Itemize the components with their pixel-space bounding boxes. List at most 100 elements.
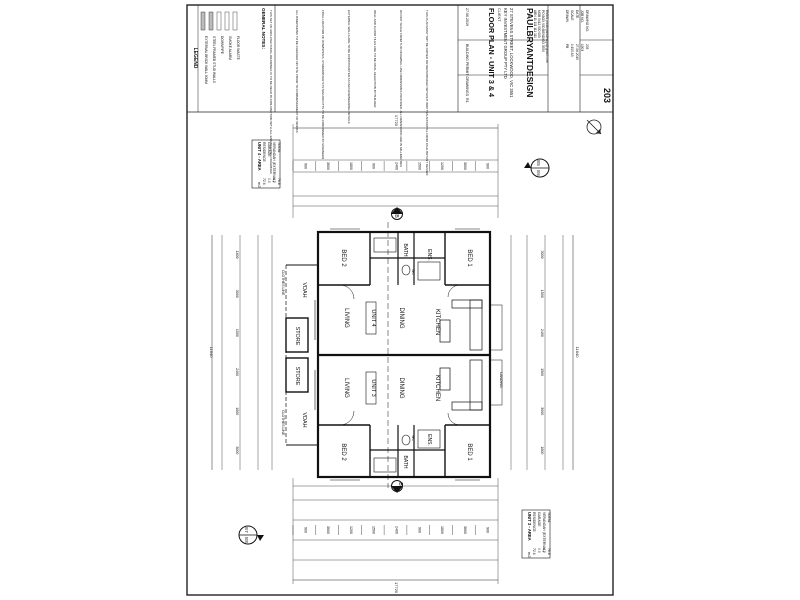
dimension-value: 1500 xyxy=(235,407,239,415)
dimension-value: 3600 xyxy=(326,162,330,170)
unit4-verandah-label: VDAH xyxy=(301,282,307,297)
legend-title: LEGEND xyxy=(192,48,198,69)
dimension-value: 1800 xyxy=(235,251,239,259)
unit3-ens-label: ENS. xyxy=(426,434,432,446)
area-row-value: 76.8 xyxy=(277,178,281,185)
section-marker-bottom-label: B xyxy=(397,482,403,486)
north-arrow-icon xyxy=(586,119,602,135)
general-note: WALL AND FLOOR TILES ARE TO BE FINAL SEL… xyxy=(373,10,377,108)
legend-item: STEEL FRAMED STUD WALLS xyxy=(212,36,216,84)
area-row-label: TOTAL xyxy=(277,142,281,153)
overall-dimension-left: 11640 xyxy=(209,347,214,359)
section-marker-top: B xyxy=(391,207,403,220)
unit4-unit-label: UNIT 4 xyxy=(370,309,376,326)
area-row-label: RESIDENCE xyxy=(262,142,266,163)
clothes-line-label-top: CLOTHES LINE xyxy=(281,270,285,296)
legend-swatch xyxy=(200,11,206,31)
unit4-bed1-label: BED 1 xyxy=(466,249,472,267)
title-field-value: 27.06.2019 xyxy=(575,44,579,60)
clothes-line-label-bottom: CLOTHES LINE xyxy=(281,410,285,436)
title-field-label: DRAWN xyxy=(565,10,569,23)
dimension-value: 900 xyxy=(486,527,490,533)
title-field-value: 1:100 A3 xyxy=(570,44,574,57)
area-row-value: 4.2 xyxy=(272,178,276,183)
area-row-label: RESIDENCE xyxy=(532,512,536,533)
title-field-label: DRAWING NO. xyxy=(585,10,589,32)
elevation-e8-label: E8 xyxy=(244,537,249,543)
revision-description: BUILDING PERMIT DRAWINGS xyxy=(465,44,469,97)
area-row-value: 0.0 xyxy=(267,178,271,183)
dimension-value: 1800 xyxy=(540,446,544,454)
room-labels: BED 2 BATH ENS. BED 1 LIVING UNIT 4 DINI… xyxy=(281,244,503,469)
company-logo: PAULBRYANTDESIGN xyxy=(525,8,535,97)
unit4-store-label: STORE xyxy=(294,327,300,346)
legend-item: SMOKE ALARM xyxy=(228,36,232,60)
dimension-value: 2400 xyxy=(235,368,239,376)
unit4-wc-label: WC xyxy=(411,269,415,275)
legend-swatch xyxy=(232,11,238,31)
dimension-value: 2400 xyxy=(395,162,399,170)
unit3-bath-label: BATH xyxy=(402,456,408,469)
unit4-bed2-label: BED 2 xyxy=(340,249,346,267)
unit4-ens-label: ENS. xyxy=(426,249,432,261)
unit3-living-label: LIVING xyxy=(343,378,349,398)
unit3-kitchen-label: KITCHEN xyxy=(434,375,440,401)
area-table-unit3-title: UNIT 3 - AREA xyxy=(527,512,532,541)
title-field-label: SCALE xyxy=(570,10,574,20)
unit4-bath-label: BATH xyxy=(402,244,408,257)
area-table-unit3-unit: m2 xyxy=(527,552,532,558)
title-field-label: DATE xyxy=(575,10,579,18)
dimension-value: 3600 xyxy=(326,526,330,534)
section-marker-top-label: B xyxy=(393,214,399,218)
dimension-value: 2400 xyxy=(395,526,399,534)
general-note: THIS PLAN MUST NOT BE COPIED OR REPRODUC… xyxy=(425,10,429,175)
company-detail: ABN 11 111 111 111 xyxy=(533,10,537,38)
dimension-value: 900 xyxy=(303,527,307,533)
unit3-bed2-label: BED 2 xyxy=(340,443,346,461)
dimension-value: 3000 xyxy=(235,446,239,454)
unit3-store-label: STORE xyxy=(294,367,300,386)
dimension-value: 3000 xyxy=(540,407,544,415)
dimension-value: 1500 xyxy=(417,162,421,170)
area-row-label: VERANDAH (EXTERNAL) xyxy=(272,142,276,182)
legend-item: EXTERNAL BRICK WALL 90MM xyxy=(204,36,208,84)
title-field-value: 203 xyxy=(585,44,589,50)
building-walls xyxy=(285,222,503,488)
dimension-value: 1500 xyxy=(540,290,544,298)
title-field-value: 1903 xyxy=(580,44,584,51)
revision-date: 27.06.2019 xyxy=(465,8,469,26)
dimension-value: 3000 xyxy=(540,251,544,259)
dimension-value: 1200 xyxy=(440,162,444,170)
dimension-value: 900 xyxy=(417,527,421,533)
dimension-value: 900 xyxy=(303,163,307,169)
elevation-marker-bottom-left: E7 E8 xyxy=(238,525,264,545)
area-row-value: 76.8 xyxy=(547,548,551,555)
dimension-value: 900 xyxy=(486,163,490,169)
area-row-label: GARAGE xyxy=(267,142,271,157)
dimension-value: 1800 xyxy=(440,526,444,534)
sheet-number: 203 xyxy=(602,88,612,103)
company-detail: EMAIL paulbryantdesign@gmail.com xyxy=(545,10,549,63)
unit3-verandah-label: VDAH xyxy=(301,412,307,427)
overall-dimension-top: 17720 xyxy=(394,115,399,127)
general-note: DO NOT SCALE FROM THIS DRAWING. USE DIME… xyxy=(399,10,403,167)
unit4-kitchen-label: KITCHEN xyxy=(434,309,440,335)
dimension-value: 3000 xyxy=(235,290,239,298)
legend-swatch xyxy=(208,11,214,31)
area-row-label: TOTAL xyxy=(547,512,551,523)
site-address: 27 STEVENS STREET, LOCKWOOD, VIC 3551 xyxy=(509,8,514,98)
general-note: ALL DIMENSIONS TO BE CHECKED ON SITE PRI… xyxy=(295,10,299,133)
area-row-value: 4.2 xyxy=(542,548,546,553)
general-note: THIS SET OF ARCHITECTURAL DRAWINGS IS TO… xyxy=(269,10,273,174)
elevation-e6-label: E6 xyxy=(536,170,541,176)
dimension-value: 3600 xyxy=(463,162,467,170)
unit3-dining-label: DINING xyxy=(398,378,404,399)
area-row-value: 0.0 xyxy=(537,548,541,553)
